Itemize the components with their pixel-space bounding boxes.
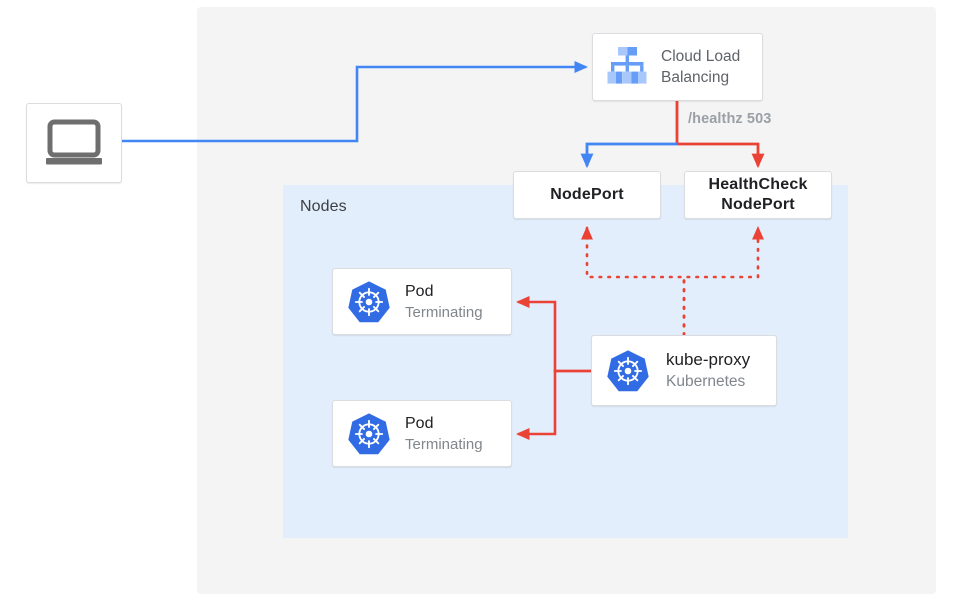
healthcheck-nodeport-label-line2: NodePort bbox=[721, 196, 795, 213]
pod-node-2-content: Pod Terminating bbox=[333, 401, 511, 466]
kubernetes-icon bbox=[607, 349, 649, 391]
pod-node-1-content: Pod Terminating bbox=[333, 269, 511, 334]
nodeport-node[interactable]: NodePort bbox=[513, 171, 661, 219]
pod-node-1-title: Pod bbox=[405, 282, 434, 300]
healthz-edge-label: /healthz 503 bbox=[688, 111, 772, 127]
nodeport-label: NodePort bbox=[550, 186, 624, 203]
pod-node-2-title: Pod bbox=[405, 414, 434, 432]
kubernetes-icon bbox=[348, 280, 390, 322]
cloud-load-balancing-icon bbox=[607, 47, 647, 84]
kube-proxy-content: kube-proxy Kubernetes bbox=[592, 336, 776, 405]
nodes-group-label: Nodes bbox=[300, 198, 347, 215]
edge-load-balancer-to-nodeport bbox=[580, 142, 677, 169]
pod-node-1-text: Pod Terminating bbox=[405, 281, 483, 323]
kubernetes-icon bbox=[348, 412, 390, 454]
edge-kubeproxy-to-nodeports bbox=[581, 225, 764, 337]
healthcheck-nodeport-label-line1: HealthCheck bbox=[708, 176, 808, 193]
edge-client-to-load-balancer bbox=[122, 61, 589, 143]
kube-proxy-title: kube-proxy bbox=[666, 349, 751, 369]
edge-load-balancer-to-healthcheck-nodeport bbox=[677, 142, 765, 169]
laptop-icon bbox=[46, 119, 102, 165]
cloud-load-balancing-label-line2: Balancing bbox=[661, 69, 730, 86]
kube-proxy-subtitle: Kubernetes bbox=[666, 372, 746, 390]
cloud-load-balancing-node[interactable]: Cloud Load Balancing bbox=[592, 33, 763, 101]
cloud-load-balancing-label: Cloud Load Balancing bbox=[661, 46, 740, 88]
client-node[interactable] bbox=[26, 103, 122, 183]
cloud-load-balancing-label-line1: Cloud Load bbox=[661, 48, 741, 65]
healthcheck-nodeport-node[interactable]: HealthCheck NodePort bbox=[684, 171, 832, 219]
pod-node-2-subtitle: Terminating bbox=[405, 435, 483, 453]
healthcheck-nodeport-label: HealthCheck NodePort bbox=[708, 175, 807, 215]
pod-node-1-subtitle: Terminating bbox=[405, 303, 483, 321]
kube-proxy-text: kube-proxy Kubernetes bbox=[666, 349, 750, 393]
pod-node-1[interactable]: Pod Terminating bbox=[332, 268, 512, 335]
kube-proxy-node[interactable]: kube-proxy Kubernetes bbox=[591, 335, 777, 406]
pod-node-2[interactable]: Pod Terminating bbox=[332, 400, 512, 467]
pod-node-2-text: Pod Terminating bbox=[405, 413, 483, 455]
edge-kubeproxy-to-pods bbox=[515, 296, 591, 440]
